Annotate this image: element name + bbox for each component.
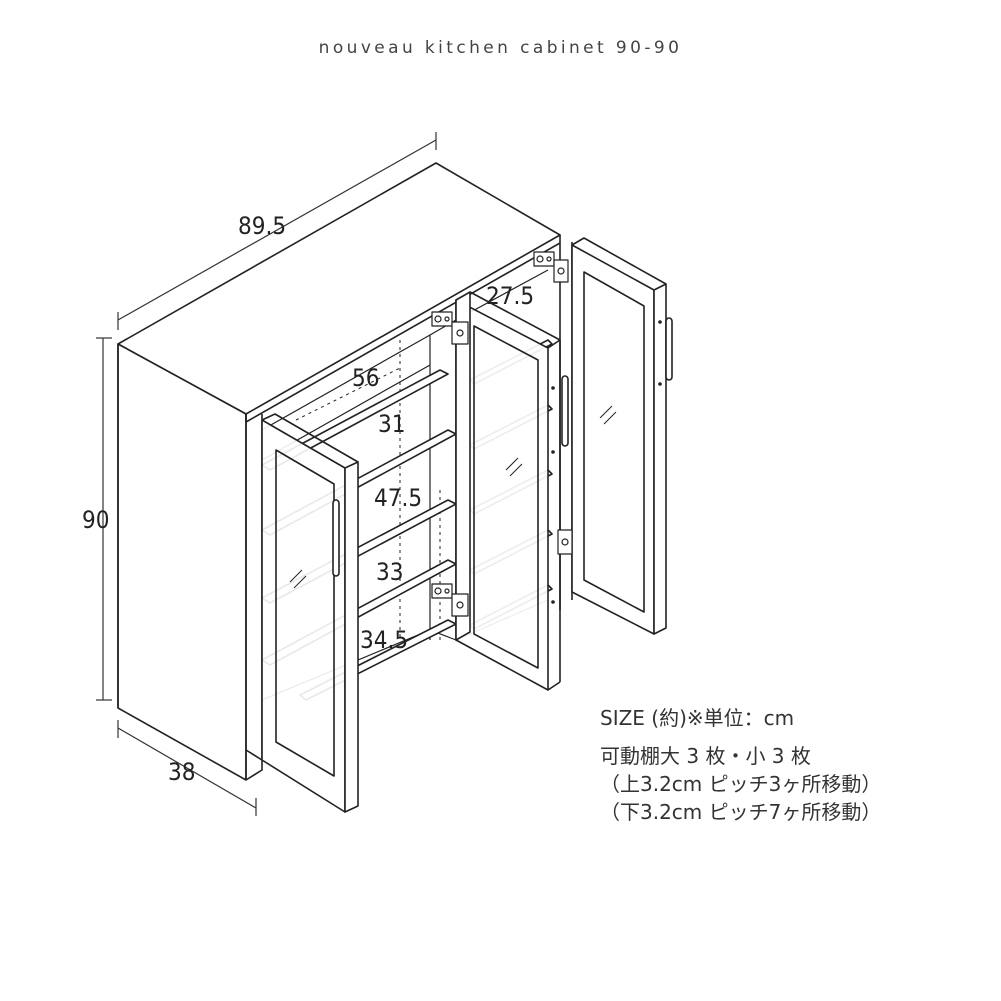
shelf-count-note: 可動棚大 3 枚・小 3 枚 bbox=[600, 744, 811, 768]
lower-pitch-note: （下3.2cm ピッチ7ヶ所移動） bbox=[600, 800, 882, 824]
door-inner-width-label: 27.5 bbox=[486, 282, 534, 310]
height-label: 90 bbox=[82, 506, 109, 534]
right-glass-door bbox=[571, 237, 673, 635]
shelf-height-47-5-label: 47.5 bbox=[374, 484, 422, 512]
spec-notes: SIZE (約)※単位：cm 可動棚大 3 枚・小 3 枚 （上3.2cm ピッ… bbox=[600, 704, 881, 826]
left-glass-door bbox=[261, 413, 359, 813]
product-title: nouveau kitchen cabinet 90-90 bbox=[318, 38, 683, 58]
upper-pitch-note: （上3.2cm ピッチ3ヶ所移動） bbox=[600, 772, 882, 796]
door-screws bbox=[551, 320, 662, 604]
depth-dimension-line bbox=[117, 720, 257, 816]
center-left-glass-door bbox=[455, 291, 569, 691]
width-dimension-line bbox=[117, 132, 437, 330]
hinges bbox=[431, 251, 573, 617]
shelf-height-33-label: 33 bbox=[376, 558, 403, 586]
height-dimension-line bbox=[96, 337, 112, 701]
shelf-height-31-label: 31 bbox=[378, 410, 405, 438]
depth-label: 38 bbox=[168, 758, 195, 786]
size-unit-note: SIZE (約)※単位：cm bbox=[600, 706, 795, 730]
shelf-height-56-label: 56 bbox=[352, 364, 379, 392]
width-label: 89.5 bbox=[238, 212, 286, 240]
shelf-height-34-5-label: 34.5 bbox=[360, 626, 408, 654]
